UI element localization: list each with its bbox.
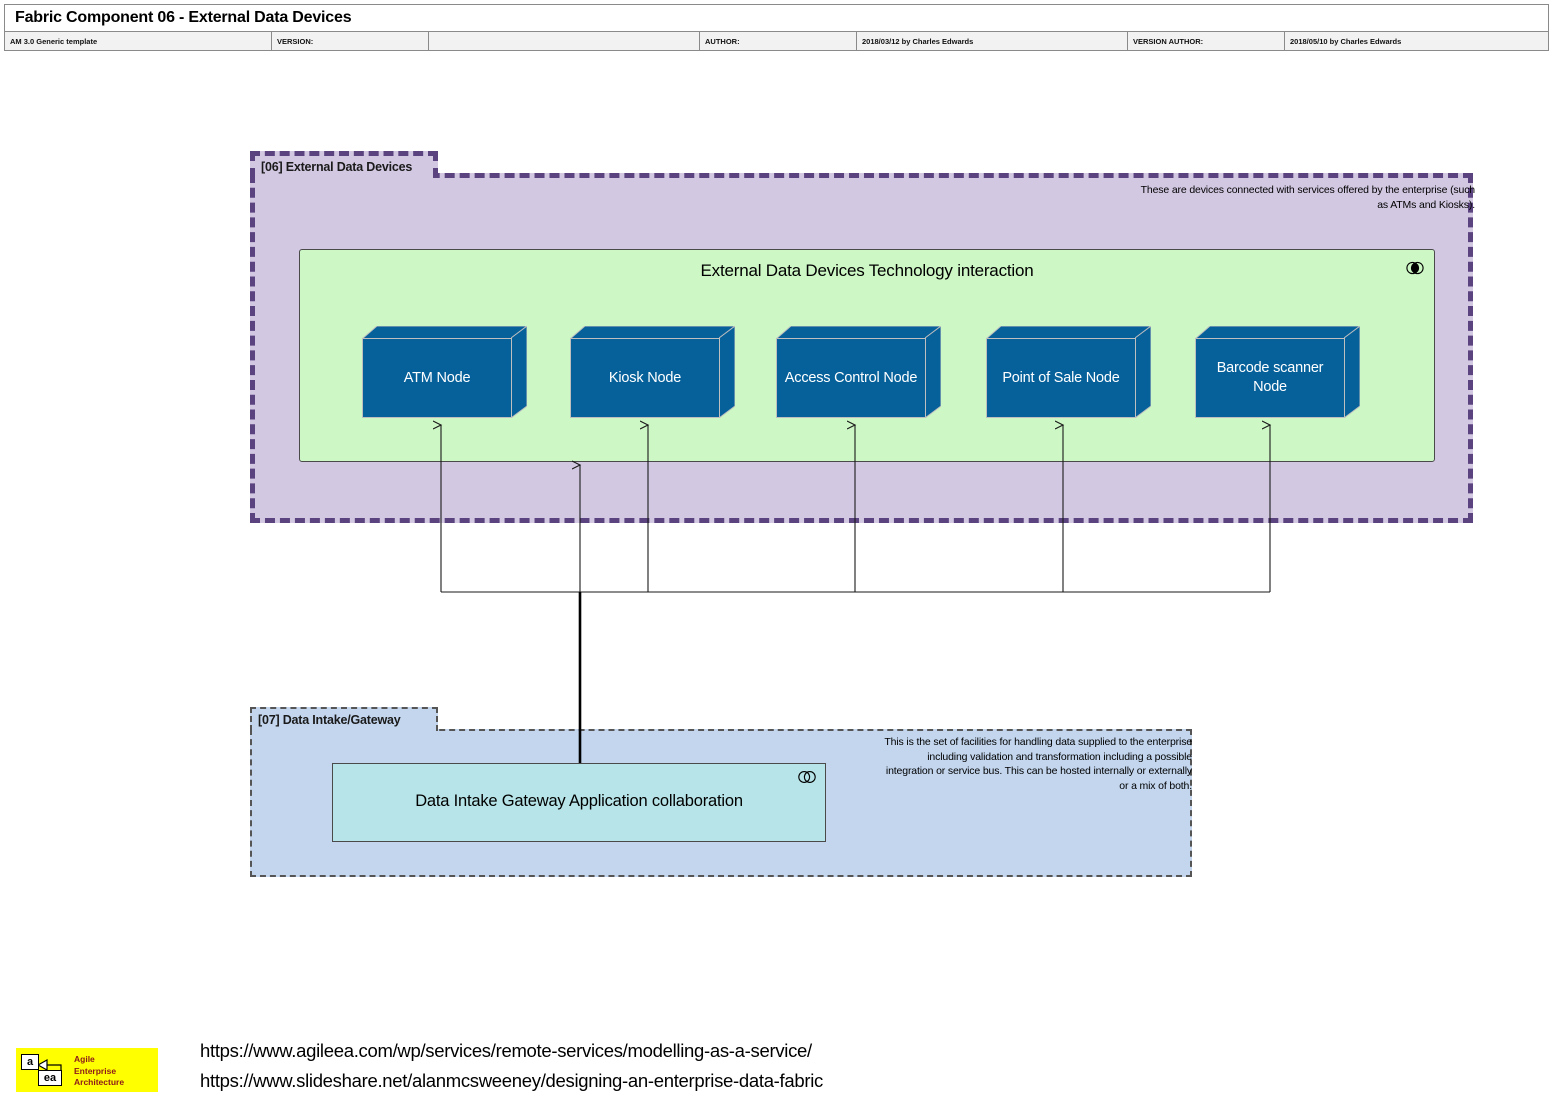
node-face: Point of Sale Node	[986, 338, 1136, 418]
node-side-face	[1134, 325, 1152, 419]
page-title: Fabric Component 06 - External Data Devi…	[15, 9, 352, 26]
node-barcode-scanner[interactable]: Barcode scanner Node	[1193, 325, 1362, 419]
header-cell-author-label: AUTHOR:	[700, 32, 857, 50]
node-side-face	[924, 325, 942, 419]
node-label: ATM Node	[403, 369, 471, 386]
node-label: Kiosk Node	[608, 369, 682, 386]
logo-brand-text: Agile Enterprise Architecture	[74, 1054, 124, 1089]
node-label: Barcode scanner Node	[1216, 360, 1324, 395]
grouping-external-data-devices-tab: [06] External Data Devices	[250, 151, 438, 178]
node-side-face	[718, 325, 736, 419]
logo-brand-line2: Enterprise	[74, 1065, 117, 1076]
logo-box-ea: ea	[38, 1070, 62, 1086]
technology-interaction-container[interactable]: External Data Devices Technology interac…	[299, 249, 1435, 462]
node-access-control[interactable]: Access Control Node	[774, 325, 943, 419]
node-label: Point of Sale Node	[1002, 369, 1120, 386]
footer-urls: https://www.agileea.com/wp/services/remo…	[200, 1036, 823, 1096]
node-atm[interactable]: ATM Node	[360, 325, 529, 419]
node-face: Barcode scanner Node	[1195, 338, 1345, 418]
grouping-data-intake-gateway-tab: [07] Data Intake/Gateway	[250, 707, 438, 731]
header-title-row: Fabric Component 06 - External Data Devi…	[5, 5, 1548, 32]
grouping-external-data-devices-note: These are devices connected with service…	[1140, 184, 1476, 211]
logo-brand-line1: Agile	[74, 1054, 95, 1064]
grouping-external-data-devices-label: [06] External Data Devices	[261, 160, 413, 174]
header-cell-version-label: VERSION:	[272, 32, 429, 50]
header-table: Fabric Component 06 - External Data Devi…	[4, 4, 1549, 51]
collaboration-icon	[1406, 259, 1424, 277]
node-face: ATM Node	[362, 338, 512, 418]
grouping-data-intake-gateway-note: This is the set of facilities for handli…	[884, 736, 1192, 792]
url-slideshare[interactable]: https://www.slideshare.net/alanmcsweeney…	[200, 1070, 823, 1091]
header-cell-version-value	[429, 32, 700, 50]
technology-interaction-title: External Data Devices Technology interac…	[700, 261, 1034, 280]
node-kiosk[interactable]: Kiosk Node	[568, 325, 737, 419]
grouping-data-intake-gateway-label: [07] Data Intake/Gateway	[258, 713, 401, 727]
node-label: Access Control Node	[784, 369, 918, 386]
node-side-face	[1343, 325, 1361, 419]
logo-box-a: a	[21, 1054, 39, 1070]
header-cell-template: AM 3.0 Generic template	[5, 32, 272, 50]
application-collaboration-label: Data Intake Gateway Application collabor…	[415, 792, 743, 810]
node-side-face	[510, 325, 528, 419]
collaboration-icon	[798, 770, 816, 784]
application-collaboration-box[interactable]: Data Intake Gateway Application collabor…	[332, 763, 826, 842]
logo-arrow-icon	[36, 1058, 62, 1072]
header-cell-version-author-value: 2018/05/10 by Charles Edwards	[1285, 32, 1548, 50]
url-agileea[interactable]: https://www.agileea.com/wp/services/remo…	[200, 1040, 812, 1061]
node-point-of-sale[interactable]: Point of Sale Node	[984, 325, 1153, 419]
header-cell-author-value: 2018/03/12 by Charles Edwards	[857, 32, 1128, 50]
logo-brand-line3: Architecture	[74, 1077, 125, 1087]
agileea-logo: a ea Agile Enterprise Architecture	[16, 1048, 158, 1092]
node-face: Access Control Node	[776, 338, 926, 418]
node-face: Kiosk Node	[570, 338, 720, 418]
header-cell-version-author-label: VERSION AUTHOR:	[1128, 32, 1285, 50]
header-meta-row: AM 3.0 Generic template VERSION: AUTHOR:…	[5, 32, 1548, 50]
